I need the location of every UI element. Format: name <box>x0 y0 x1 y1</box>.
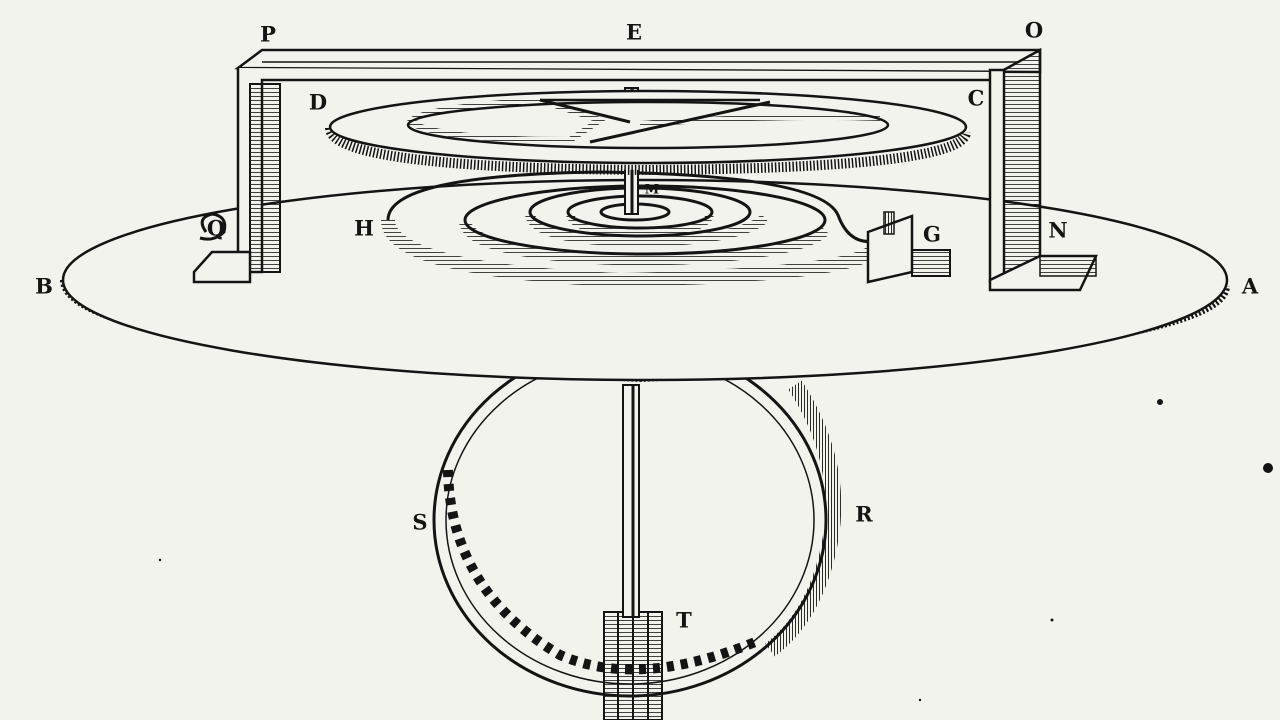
spring-stud <box>866 211 951 284</box>
label-H: H <box>354 215 374 241</box>
label-G: G <box>923 221 941 247</box>
spiral-spring <box>381 170 881 288</box>
label-N: N <box>1048 217 1068 243</box>
lower-arbor <box>622 384 640 618</box>
label-E: E <box>625 19 643 45</box>
label-D: D <box>308 89 328 115</box>
label-P: P <box>260 21 276 47</box>
label-R: R <box>855 501 873 527</box>
pinion <box>603 611 663 720</box>
paper-speckles <box>158 399 1273 702</box>
label-B: B <box>35 273 53 299</box>
balance-wheel <box>325 89 971 176</box>
label-S: S <box>412 509 428 535</box>
label-A: A <box>1241 273 1259 299</box>
label-Q: Q <box>206 215 226 241</box>
label-T: T <box>676 607 692 633</box>
label-M: M <box>644 182 660 198</box>
label-C: C <box>967 85 985 111</box>
label-O: O <box>1024 17 1044 43</box>
bridge-frame <box>192 47 1098 292</box>
